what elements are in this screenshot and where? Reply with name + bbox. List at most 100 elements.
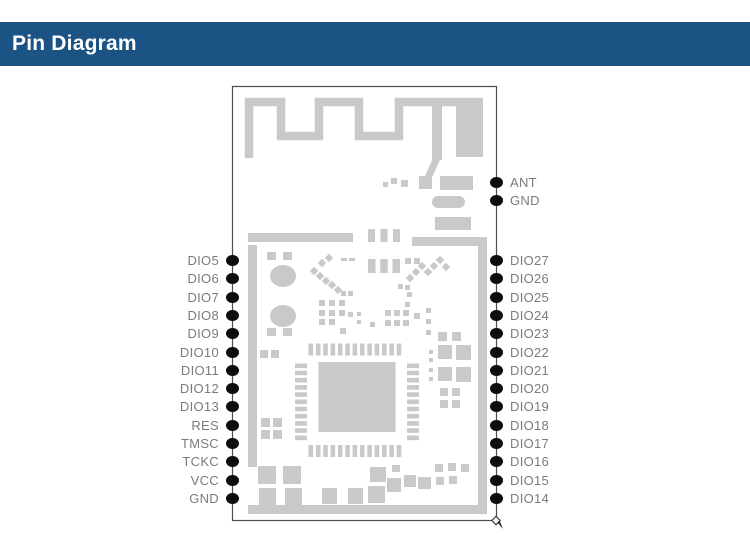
pin-dio17: DIO17 xyxy=(490,434,549,452)
pin-dot xyxy=(490,437,503,449)
pin-dot xyxy=(226,254,239,266)
pin-dio15: DIO15 xyxy=(490,471,549,489)
pin-dio25: DIO25 xyxy=(490,288,549,306)
pin-label: DIO27 xyxy=(510,252,550,268)
pin-dio21: DIO21 xyxy=(490,361,549,379)
pin-dot xyxy=(490,291,503,303)
pin-vcc: VCC xyxy=(0,471,239,489)
pin-dio9: DIO9 xyxy=(0,324,239,342)
pin-label: DIO24 xyxy=(510,307,550,323)
pin-dio10: DIO10 xyxy=(0,343,239,361)
pin-dot xyxy=(490,382,503,394)
pin-dio11: DIO11 xyxy=(0,361,239,379)
pin-label: TCKC xyxy=(182,453,219,469)
pin-label: DIO15 xyxy=(510,472,550,488)
pin-dot xyxy=(226,382,239,394)
pin-label: DIO14 xyxy=(510,490,550,506)
pin-dot xyxy=(226,346,239,358)
pin-dot xyxy=(226,474,239,486)
pin-gnd-top: GND xyxy=(490,191,540,209)
pin-label: DIO7 xyxy=(187,289,219,305)
pin-label: DIO6 xyxy=(187,270,219,286)
pin-label: DIO13 xyxy=(179,398,219,414)
pin-label: DIO16 xyxy=(510,453,550,469)
pin-label: DIO8 xyxy=(187,307,219,323)
pin-dot xyxy=(490,455,503,467)
pin-dio6: DIO6 xyxy=(0,269,239,287)
pin-label: DIO9 xyxy=(187,325,219,341)
pin-dot xyxy=(226,455,239,467)
pin-tckc: TCKC xyxy=(0,452,239,470)
pin-label: DIO23 xyxy=(510,325,550,341)
header-bar: Pin Diagram xyxy=(0,22,750,66)
pin-label: DIO19 xyxy=(510,398,550,414)
pin-dio5: DIO5 xyxy=(0,251,239,269)
pin-dot xyxy=(226,291,239,303)
pin-dio16: DIO16 xyxy=(490,452,549,470)
pin-label: DIO5 xyxy=(187,252,219,268)
passive-pads xyxy=(258,229,471,505)
pin-dot xyxy=(490,272,503,284)
module-outline xyxy=(231,85,498,522)
pin-label: DIO18 xyxy=(510,417,550,433)
pin-dot xyxy=(490,194,503,206)
crystal-pads xyxy=(267,252,296,336)
corner-marker xyxy=(490,515,503,529)
pin-dio8: DIO8 xyxy=(0,306,239,324)
antenna-trace xyxy=(244,97,483,230)
pin-dot xyxy=(490,474,503,486)
pin-dio26: DIO26 xyxy=(490,269,549,287)
pin-dio19: DIO19 xyxy=(490,397,549,415)
pin-dot xyxy=(490,419,503,431)
pin-dio13: DIO13 xyxy=(0,397,239,415)
pin-dot xyxy=(490,400,503,412)
pin-dot xyxy=(490,492,503,504)
pin-dio7: DIO7 xyxy=(0,288,239,306)
pin-dot xyxy=(490,176,503,188)
pin-ant: ANT xyxy=(490,173,537,191)
pin-dio22: DIO22 xyxy=(490,343,549,361)
pin-dio20: DIO20 xyxy=(490,379,549,397)
pin-dot xyxy=(226,327,239,339)
pin-dio24: DIO24 xyxy=(490,306,549,324)
pin-label: DIO12 xyxy=(179,380,219,396)
pin-tmsc: TMSC xyxy=(0,434,239,452)
pin-dio27: DIO27 xyxy=(490,251,549,269)
pin-label: DIO22 xyxy=(510,344,550,360)
pin-label: RES xyxy=(191,417,219,433)
pin-label: ANT xyxy=(510,174,537,190)
pin-dot xyxy=(226,309,239,321)
pin-dot xyxy=(490,254,503,266)
pin-dot xyxy=(226,400,239,412)
pin-label: GND xyxy=(189,490,219,506)
pin-label: DIO21 xyxy=(510,362,550,378)
pin-dot xyxy=(490,346,503,358)
pin-dot xyxy=(226,492,239,504)
pin-dio12: DIO12 xyxy=(0,379,239,397)
pin-label: DIO25 xyxy=(510,289,550,305)
pin-label: GND xyxy=(510,192,540,208)
pin-dot xyxy=(226,272,239,284)
pin-dot xyxy=(490,327,503,339)
ground-pour-frame xyxy=(248,233,487,514)
pin-dot xyxy=(226,419,239,431)
pin-label: DIO26 xyxy=(510,270,550,286)
pin-dio18: DIO18 xyxy=(490,416,549,434)
pin-gnd-left: GND xyxy=(0,489,239,507)
pin-dot xyxy=(490,364,503,376)
pin-label: VCC xyxy=(190,472,219,488)
pin-label: DIO17 xyxy=(510,435,550,451)
page-title: Pin Diagram xyxy=(12,32,137,55)
pin-label: DIO20 xyxy=(510,380,550,396)
pin-res: RES xyxy=(0,416,239,434)
pin-dio23: DIO23 xyxy=(490,324,549,342)
pin-label: DIO10 xyxy=(179,344,219,360)
ic-footprint xyxy=(295,343,419,457)
pin-dio14: DIO14 xyxy=(490,489,549,507)
pin-dot xyxy=(490,309,503,321)
pin-label: DIO11 xyxy=(180,362,219,378)
pin-label: TMSC xyxy=(180,435,219,451)
